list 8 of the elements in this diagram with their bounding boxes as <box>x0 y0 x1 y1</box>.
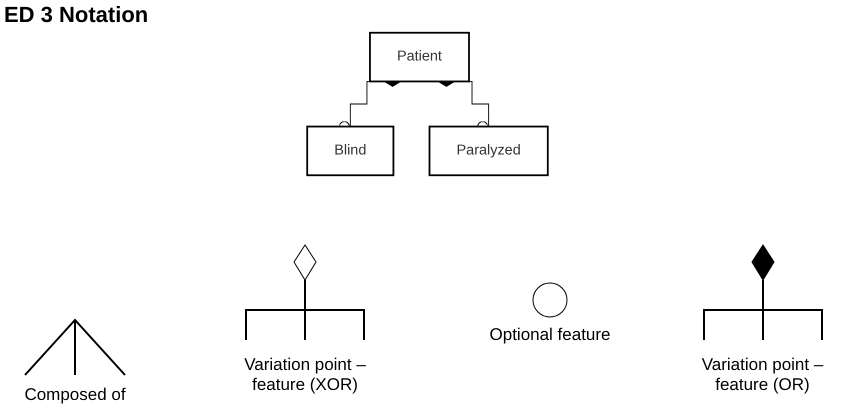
node-box: Blind <box>306 126 394 176</box>
legend-text: Variation point – feature (OR) <box>700 355 824 395</box>
node-box: Patient <box>369 32 470 82</box>
node-box: Paralyzed <box>428 126 549 176</box>
legend-text: Variation point – feature (XOR) <box>243 355 367 395</box>
legend-text: Composed of <box>24 385 126 405</box>
title: ED 3 Notation <box>4 2 148 28</box>
legend-text: Optional feature <box>490 325 610 345</box>
